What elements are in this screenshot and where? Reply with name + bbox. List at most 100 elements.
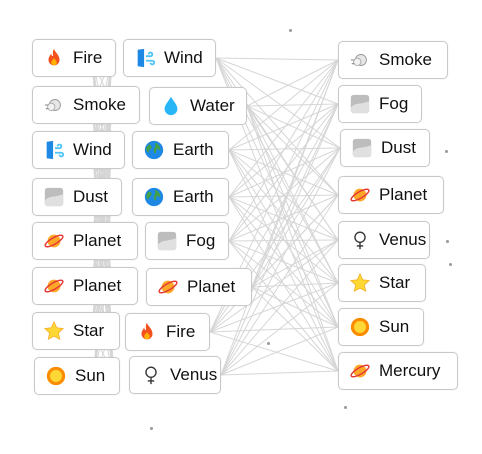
- planet-icon: [349, 184, 371, 206]
- element-tile-earth[interactable]: Earth: [132, 178, 229, 216]
- decor-dot: [289, 29, 292, 32]
- connector-line: [215, 57, 339, 196]
- connector-line: [209, 331, 339, 372]
- element-label: Water: [190, 96, 235, 115]
- connector-line: [251, 103, 339, 288]
- result-tile-smoke[interactable]: Smoke: [338, 41, 448, 79]
- planet-icon: [349, 360, 371, 382]
- connector-line: [251, 147, 341, 288]
- element-label: Wind: [164, 48, 203, 67]
- element-label: Dust: [381, 138, 416, 157]
- element-tile-venus[interactable]: Venus: [129, 356, 221, 394]
- connector-line: [228, 103, 339, 242]
- sun-icon: [349, 316, 371, 338]
- connector-line: [220, 103, 339, 376]
- decor-dot: [267, 342, 270, 345]
- connector-line: [228, 240, 339, 284]
- result-tile-fog[interactable]: Fog: [338, 85, 422, 123]
- element-label: Mercury: [379, 361, 441, 380]
- element-tile-fire[interactable]: Fire: [32, 39, 116, 77]
- planet-icon: [43, 230, 65, 252]
- element-label: Planet: [73, 231, 122, 250]
- wind-icon: [134, 47, 156, 69]
- connector-line: [228, 147, 341, 242]
- connector-line: [228, 239, 339, 242]
- connector-line: [246, 105, 339, 328]
- connector-line: [209, 239, 339, 333]
- connector-line: [209, 326, 339, 333]
- connector-line: [228, 147, 341, 198]
- smoke-icon: [43, 94, 65, 116]
- earth-icon: [143, 139, 165, 161]
- element-label: Earth: [173, 140, 214, 159]
- connector-line: [220, 59, 339, 376]
- element-label: Smoke: [73, 95, 126, 114]
- element-tile-planet[interactable]: Planet: [32, 222, 138, 260]
- connector-line: [220, 370, 339, 376]
- connector-line: [215, 57, 339, 61]
- connector-line: [246, 105, 341, 149]
- element-tile-planet[interactable]: Planet: [146, 268, 252, 306]
- sun-icon: [45, 365, 67, 387]
- result-tile-planet[interactable]: Planet: [338, 176, 444, 214]
- decor-dot: [449, 263, 452, 266]
- element-tile-planet[interactable]: Planet: [32, 267, 138, 305]
- connector-line: [246, 59, 339, 107]
- connector-line: [251, 239, 339, 288]
- connector-line: [91, 196, 113, 332]
- connector-line: [251, 282, 339, 288]
- smoke-icon: [349, 49, 371, 71]
- element-tile-sun[interactable]: Sun: [34, 357, 120, 395]
- connector-line: [228, 59, 339, 242]
- element-label: Venus: [379, 230, 427, 249]
- element-label: Dust: [73, 187, 108, 206]
- connector-line: [228, 194, 339, 198]
- element-tile-wind[interactable]: Wind: [32, 131, 125, 169]
- element-label: Venus: [170, 365, 218, 384]
- element-tile-water[interactable]: Water: [149, 87, 247, 125]
- star-icon: [43, 320, 65, 342]
- element-label: Star: [73, 321, 105, 340]
- element-tile-wind[interactable]: Wind: [123, 39, 216, 77]
- planet-icon: [157, 276, 179, 298]
- element-tile-fire[interactable]: Fire: [125, 313, 210, 351]
- planet-icon: [43, 275, 65, 297]
- result-tile-venus[interactable]: Venus: [338, 221, 430, 259]
- connector-line: [93, 240, 113, 377]
- connector-line: [220, 326, 339, 376]
- connector-line: [251, 286, 339, 328]
- fire-icon: [136, 321, 158, 343]
- element-tile-earth[interactable]: Earth: [132, 131, 229, 169]
- element-label: Wind: [73, 140, 112, 159]
- decor-dot: [446, 240, 449, 243]
- element-tile-fog[interactable]: Fog: [145, 222, 229, 260]
- connector-line: [228, 240, 339, 372]
- element-label: Earth: [173, 187, 214, 206]
- wind-icon: [43, 139, 65, 161]
- fog-icon: [349, 93, 371, 115]
- connector-line: [228, 103, 339, 151]
- result-tile-sun[interactable]: Sun: [338, 308, 424, 346]
- element-label: Planet: [73, 276, 122, 295]
- fire-icon: [43, 47, 65, 69]
- element-label: Fire: [166, 322, 196, 341]
- result-tile-mercury[interactable]: Mercury: [338, 352, 458, 390]
- connector-line: [220, 239, 339, 376]
- connector-line: [215, 57, 339, 105]
- element-tile-star[interactable]: Star: [32, 312, 120, 350]
- connector-line: [220, 147, 341, 376]
- result-tile-dust[interactable]: Dust: [340, 129, 430, 167]
- connector-line: [220, 282, 339, 376]
- result-tile-star[interactable]: Star: [338, 264, 426, 302]
- connector-line: [228, 240, 339, 328]
- dust-icon: [351, 137, 373, 159]
- connector-line: [91, 57, 113, 198]
- earth-icon: [143, 186, 165, 208]
- venus-symbol-icon: [349, 229, 371, 251]
- fog-icon: [156, 230, 178, 252]
- decor-dot: [150, 427, 153, 430]
- water-icon: [160, 95, 182, 117]
- connector-line: [228, 59, 339, 198]
- element-tile-smoke[interactable]: Smoke: [32, 86, 140, 124]
- element-tile-dust[interactable]: Dust: [32, 178, 122, 216]
